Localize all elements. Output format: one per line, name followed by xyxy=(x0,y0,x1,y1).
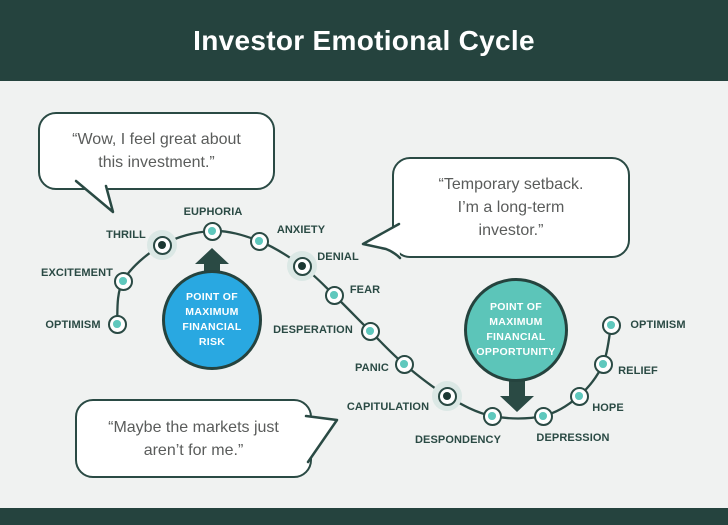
stage-node-hope xyxy=(569,386,589,406)
stage-dot-optimism xyxy=(113,320,121,328)
stage-dot-panic xyxy=(400,360,408,368)
stage-label-excitement: EXCITEMENT xyxy=(41,267,113,279)
point-of-maximum-opportunity-circle: POINT OF MAXIMUM FINANCIAL OPPORTUNITY xyxy=(464,278,568,382)
stage-node-excitement xyxy=(113,271,133,291)
stage-dot-euphoria xyxy=(208,227,216,235)
header-bar: Investor Emotional Cycle xyxy=(0,0,728,81)
stage-label-desperation: DESPERATION xyxy=(273,324,353,336)
stage-dot-optimism-2 xyxy=(607,321,615,329)
stage-dot-thrill xyxy=(158,241,166,249)
stage-label-hope: HOPE xyxy=(592,402,624,414)
stage-node-capitulation xyxy=(437,386,457,406)
stage-label-anxiety: ANXIETY xyxy=(276,224,326,236)
stage-label-optimism: OPTIMISM xyxy=(45,319,101,331)
stage-node-relief xyxy=(593,354,613,374)
stage-dot-denial xyxy=(298,262,306,270)
stage-node-panic xyxy=(394,354,414,374)
stage-node-optimism xyxy=(107,314,127,334)
stage-dot-despondency xyxy=(488,412,496,420)
speech-bubble-great-investment: “Wow, I feel great about this investment… xyxy=(38,112,275,190)
speech-bubble-great-investment-text: “Wow, I feel great about this investment… xyxy=(72,131,241,171)
stage-dot-anxiety xyxy=(255,237,263,245)
point-of-maximum-risk-text: POINT OF MAXIMUM FINANCIAL RISK xyxy=(182,291,242,348)
stage-label-relief: RELIEF xyxy=(618,365,658,377)
stage-dot-capitulation xyxy=(443,392,451,400)
stage-label-denial: DENIAL xyxy=(317,251,359,263)
stage-node-desperation xyxy=(360,321,380,341)
stage-halo-thrill xyxy=(147,230,177,260)
stage-label-fear: FEAR xyxy=(349,284,381,296)
speech-bubble-markets-not-for-me: “Maybe the markets just aren’t for me.” xyxy=(75,399,312,478)
stage-node-fear xyxy=(324,285,344,305)
stage-dot-fear xyxy=(330,291,338,299)
stage-label-capitulation: CAPITULATION xyxy=(346,401,430,413)
stage-dot-excitement xyxy=(119,277,127,285)
stage-label-thrill: THRILL xyxy=(106,229,146,241)
stage-label-optimism-2: OPTIMISM xyxy=(630,319,686,331)
stage-node-anxiety xyxy=(249,231,269,251)
stage-label-euphoria: EUPHORIA xyxy=(183,206,243,218)
stage-dot-hope xyxy=(575,392,583,400)
stage-dot-depression xyxy=(539,412,547,420)
stage-label-depression: DEPRESSION xyxy=(536,432,610,444)
stage-node-depression xyxy=(533,406,553,426)
stage-halo-denial xyxy=(287,251,317,281)
stage-label-panic: PANIC xyxy=(355,362,389,374)
point-of-maximum-risk-circle: POINT OF MAXIMUM FINANCIAL RISK xyxy=(162,270,262,370)
stage-node-thrill xyxy=(152,235,172,255)
footer-bar xyxy=(0,508,728,525)
stage-node-denial xyxy=(292,256,312,276)
point-of-maximum-opportunity-text: POINT OF MAXIMUM FINANCIAL OPPORTUNITY xyxy=(476,301,556,358)
stage-node-optimism-2 xyxy=(601,315,621,335)
stage-node-euphoria xyxy=(202,221,222,241)
stage-dot-desperation xyxy=(366,327,374,335)
stage-halo-capitulation xyxy=(432,381,462,411)
speech-bubble-markets-not-for-me-text: “Maybe the markets just aren’t for me.” xyxy=(108,418,279,459)
stage-node-despondency xyxy=(482,406,502,426)
stage-label-despondency: DESPONDENCY xyxy=(414,434,502,446)
speech-bubble-temporary-setback-text: “Temporary setback. I’m a long-term inve… xyxy=(438,176,584,239)
page-title: Investor Emotional Cycle xyxy=(193,24,535,56)
stage-dot-relief xyxy=(599,360,607,368)
speech-bubble-temporary-setback: “Temporary setback. I’m a long-term inve… xyxy=(392,157,630,258)
